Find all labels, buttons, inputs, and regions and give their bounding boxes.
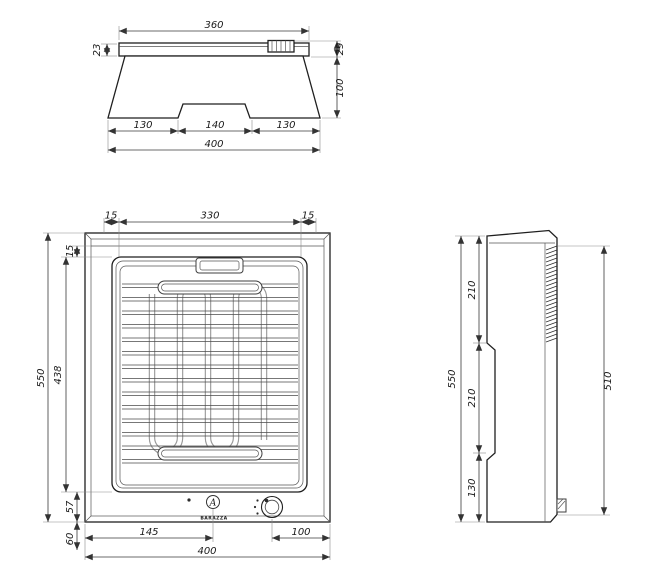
brand-logo: BARAZZA [200,516,227,522]
dim-plan-width-total: 400 [197,546,216,557]
front-dimension-lines [103,27,341,154]
knob-pointer [264,498,269,503]
dim-plan-margin-top: 15 [65,245,76,258]
dim-plan-margin-right: 15 [302,211,315,222]
element-bracket [195,257,244,274]
dim-plan-well-depth: 438 [53,365,64,384]
side-view: 210 210 130 550 510 [447,229,614,523]
dim-plan-depth-total: 550 [36,368,47,387]
side-profile [486,229,558,523]
front-base [107,55,321,119]
dim-plan-well-width: 330 [200,211,219,222]
plan-view: A BARAZZA [36,211,331,561]
power-terminal [556,498,567,513]
dim-side-height-total: 550 [447,369,458,388]
dim-front-body-height: 100 [335,78,346,97]
front-knob [267,39,295,53]
dim-side-upper-section: 210 [467,280,478,299]
dim-side-middle-section: 210 [467,388,478,407]
side-ribs [545,245,558,343]
dim-front-width-total: 400 [204,139,223,150]
side-dimension-lines [457,236,608,522]
dim-plan-front-gap: 57 [65,500,76,513]
dim-plan-marker-a-offset: 145 [139,527,158,538]
dim-side-panel-height: 510 [603,371,614,390]
marker-a: A [206,495,220,509]
dim-front-panel-height: 29 [335,43,346,56]
dim-front-width-top: 360 [204,20,223,31]
dim-front-foot-right: 130 [276,120,295,131]
grid-handle-bottom [157,446,263,461]
dim-front-lip-height: 23 [92,44,103,57]
dim-plan-front-edge: 60 [65,533,76,546]
plan-inner-frame [90,238,325,517]
dim-plan-knob-offset: 100 [291,527,310,538]
front-view: 360 23 29 100 130 140 130 400 [92,20,346,154]
dim-front-foot-left: 130 [133,120,152,131]
panel-screw [187,498,191,502]
dim-side-lower-section: 130 [467,478,478,497]
dim-front-recess-center: 140 [205,120,224,131]
grid-handle-top [157,280,263,295]
dim-plan-margin-left: 15 [105,211,118,222]
plan-dimension-lines [44,218,330,561]
control-knob [253,495,284,519]
svg-text:A: A [209,498,217,508]
